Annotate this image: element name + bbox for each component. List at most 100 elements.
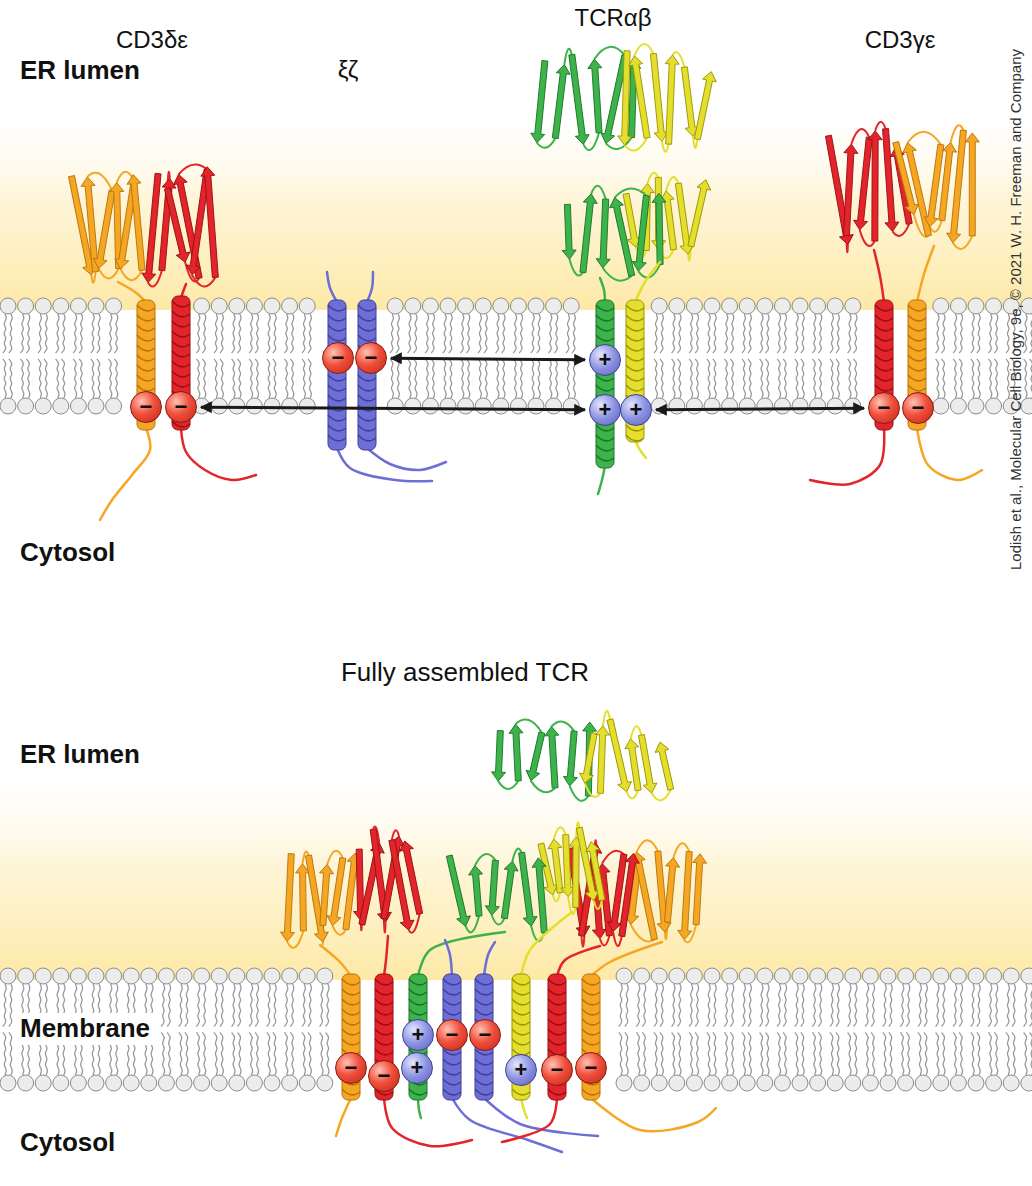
lipid-tail bbox=[44, 359, 47, 398]
helix-turn bbox=[875, 385, 893, 391]
beta-strand bbox=[584, 841, 609, 902]
protein-domain bbox=[280, 851, 362, 948]
protein-label: CD3γε bbox=[865, 26, 936, 54]
helix-turn bbox=[596, 325, 614, 331]
stalk bbox=[521, 912, 572, 976]
lipid-tail bbox=[1030, 984, 1032, 1027]
helix-turn bbox=[548, 999, 566, 1005]
lipid-tail bbox=[114, 314, 117, 353]
lipid-tail bbox=[290, 359, 293, 398]
helix-turn bbox=[512, 1089, 530, 1095]
lipid-tail bbox=[249, 359, 252, 398]
lipid-tail bbox=[942, 984, 945, 1027]
lipid-tail bbox=[548, 359, 551, 398]
lipid-head bbox=[405, 298, 421, 314]
lipid-tail bbox=[906, 1033, 909, 1076]
helix-turn bbox=[342, 1089, 360, 1095]
lipid-tail bbox=[1030, 359, 1032, 398]
helix-turn bbox=[548, 1039, 566, 1045]
lipid-tail bbox=[730, 314, 733, 353]
helix-body bbox=[137, 300, 155, 430]
lipid-tail bbox=[959, 359, 962, 398]
lipid-tail bbox=[91, 314, 94, 353]
lipid-head bbox=[563, 298, 579, 314]
lipid-tail bbox=[408, 314, 411, 353]
charge-sphere: − bbox=[165, 391, 197, 423]
region-label: Cytosol bbox=[20, 538, 115, 568]
lipid-tail bbox=[414, 314, 417, 353]
beta-strand bbox=[468, 865, 486, 917]
lumenal-segment bbox=[367, 272, 373, 302]
helix-turn bbox=[908, 365, 926, 371]
lipid-tail bbox=[977, 359, 980, 398]
lipid-head bbox=[70, 298, 86, 314]
lipid-tail bbox=[214, 359, 217, 398]
lipid-head bbox=[229, 1075, 245, 1091]
helix-turn bbox=[475, 979, 493, 985]
transmembrane-helix bbox=[875, 300, 893, 430]
lipid-tail bbox=[290, 1033, 293, 1076]
helix-turn bbox=[596, 455, 614, 461]
lipid-tail bbox=[619, 1033, 622, 1076]
lipid-tail bbox=[942, 359, 945, 398]
protein-label: TCRαβ bbox=[574, 4, 651, 32]
helix-turn bbox=[358, 305, 376, 311]
lipid-head bbox=[0, 298, 16, 314]
lipid-head bbox=[264, 298, 280, 314]
beta-strand bbox=[615, 852, 641, 937]
lipid-tail bbox=[865, 984, 868, 1027]
beta-strand bbox=[398, 840, 427, 916]
helix-turn bbox=[342, 999, 360, 1005]
lipid-head bbox=[246, 968, 262, 984]
lipid-tail bbox=[202, 314, 205, 353]
charge-sign: + bbox=[630, 399, 643, 421]
helix-turn bbox=[875, 375, 893, 381]
helix-turn bbox=[626, 335, 644, 341]
lipid-tail bbox=[783, 984, 786, 1027]
stalk bbox=[384, 936, 388, 976]
helix-turn bbox=[512, 979, 530, 985]
lipid-head bbox=[810, 1075, 826, 1091]
lipid-tail bbox=[273, 1033, 276, 1076]
lipid-tail bbox=[79, 314, 82, 353]
protein-domain bbox=[624, 840, 707, 942]
lipid-head bbox=[774, 398, 790, 414]
lipid-tail bbox=[537, 314, 540, 353]
charge-sphere: + bbox=[401, 1052, 433, 1084]
lipid-tail bbox=[766, 314, 769, 353]
lipid-head bbox=[792, 298, 808, 314]
helix-turn bbox=[475, 1089, 493, 1095]
lipid-tail bbox=[308, 984, 311, 1027]
lipid-tail bbox=[267, 359, 270, 398]
helix-turn bbox=[875, 345, 893, 351]
beta-strand bbox=[593, 726, 610, 794]
lipid-head bbox=[722, 968, 738, 984]
lipid-tail bbox=[959, 314, 962, 353]
lipid-head bbox=[933, 298, 949, 314]
transmembrane-helix bbox=[172, 296, 190, 430]
cytoplasmic-tail bbox=[452, 1098, 562, 1152]
lipid-head bbox=[704, 1075, 720, 1091]
lipid-head bbox=[440, 398, 456, 414]
lipid-head bbox=[862, 1075, 878, 1091]
lipid-tail bbox=[854, 314, 857, 353]
lumenal-segment bbox=[484, 942, 495, 976]
lipid-tail bbox=[883, 1033, 886, 1076]
lipid-head bbox=[422, 298, 438, 314]
lipid-tail bbox=[167, 984, 170, 1027]
lipid-tail bbox=[196, 1033, 199, 1076]
lipid-tail bbox=[284, 1033, 287, 1076]
lipid-tail bbox=[848, 314, 851, 353]
lipid-head bbox=[18, 298, 34, 314]
lipid-tail bbox=[672, 984, 675, 1027]
lipid-head bbox=[686, 1075, 702, 1091]
lipid-head bbox=[986, 968, 1002, 984]
lipid-tail bbox=[730, 359, 733, 398]
lipid-tail bbox=[425, 314, 428, 353]
helix-turn bbox=[409, 1089, 427, 1095]
lipid-tail bbox=[220, 984, 223, 1027]
helix-turn bbox=[137, 375, 155, 381]
charge-sphere: − bbox=[436, 1019, 468, 1051]
loop bbox=[551, 722, 574, 732]
